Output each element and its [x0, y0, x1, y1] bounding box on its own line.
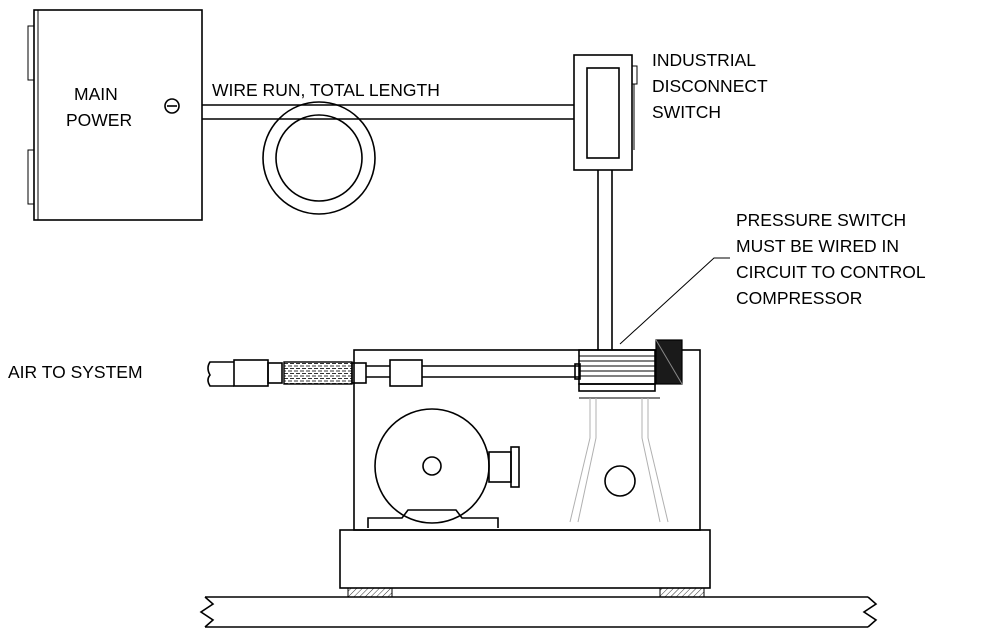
disconnect-label: INDUSTRIAL DISCONNECT SWITCH [652, 50, 768, 122]
braided-hose [283, 361, 353, 385]
base-foot-left [347, 587, 393, 598]
disconnect-label-line2: DISCONNECT [652, 76, 768, 96]
floor [199, 596, 878, 628]
main-power-label-line1: MAIN [74, 84, 118, 104]
wire-run-label: WIRE RUN, TOTAL LENGTH [212, 80, 440, 100]
air-hose [207, 359, 423, 387]
base-foot-right [659, 587, 705, 598]
leader-line [619, 257, 730, 345]
disconnect-switch [573, 54, 638, 171]
lower-hinge [27, 149, 35, 205]
pressure-switch-label: PRESSURE SWITCH MUST BE WIRED IN CIRCUIT… [736, 210, 926, 308]
disconnect-label-line1: INDUSTRIAL [652, 50, 756, 70]
pressure-switch [578, 339, 683, 392]
pressure-switch-label-line4: COMPRESSOR [736, 288, 862, 308]
pump-head [569, 397, 669, 523]
wire-run [202, 101, 574, 215]
panel-lock-icon [164, 98, 180, 114]
pressure-switch-label-line1: PRESSURE SWITCH [736, 210, 906, 230]
main-power-label-line2: POWER [66, 110, 132, 130]
wire-coil [262, 101, 376, 215]
compressor-base [339, 529, 711, 589]
air-to-system-label: AIR TO SYSTEM [8, 362, 143, 382]
compressor-unit [339, 339, 711, 598]
disconnect-label-line3: SWITCH [652, 102, 721, 122]
pressure-switch-label-line2: MUST BE WIRED IN [736, 236, 899, 256]
electric-motor [367, 408, 520, 528]
main-power-panel [27, 9, 203, 221]
air-outlet-line [422, 363, 581, 380]
upper-hinge [27, 25, 35, 81]
pressure-switch-label-line3: CIRCUIT TO CONTROL [736, 262, 926, 282]
conduit-to-pressure-switch [597, 170, 613, 350]
